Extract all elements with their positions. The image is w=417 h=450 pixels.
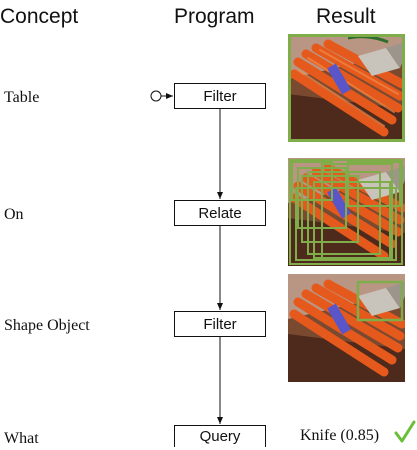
program-box-query: Query: [174, 425, 266, 447]
answer-text: Knife (0.85): [300, 427, 380, 444]
result-image-2: [288, 158, 405, 266]
header-result: Result: [316, 5, 376, 28]
concept-what: What: [4, 430, 39, 447]
program-box-relate: Relate: [174, 200, 266, 226]
result-bbox-knife: [356, 280, 404, 322]
header-program: Program: [174, 5, 255, 28]
result-bbox: [288, 34, 405, 142]
program-box-filter-2: Filter: [174, 311, 266, 337]
check-icon: [394, 420, 416, 443]
concept-shape-object: Shape Object: [4, 317, 90, 334]
program-box-filter-1: Filter: [174, 83, 266, 109]
concept-on: On: [4, 206, 24, 223]
result-image-1: [288, 34, 405, 142]
result-image-3: [288, 274, 405, 382]
header-concept: Concept: [0, 5, 79, 28]
concept-table: Table: [4, 89, 40, 106]
input-node-circle: [150, 90, 162, 102]
relate-bboxes: [289, 159, 403, 265]
